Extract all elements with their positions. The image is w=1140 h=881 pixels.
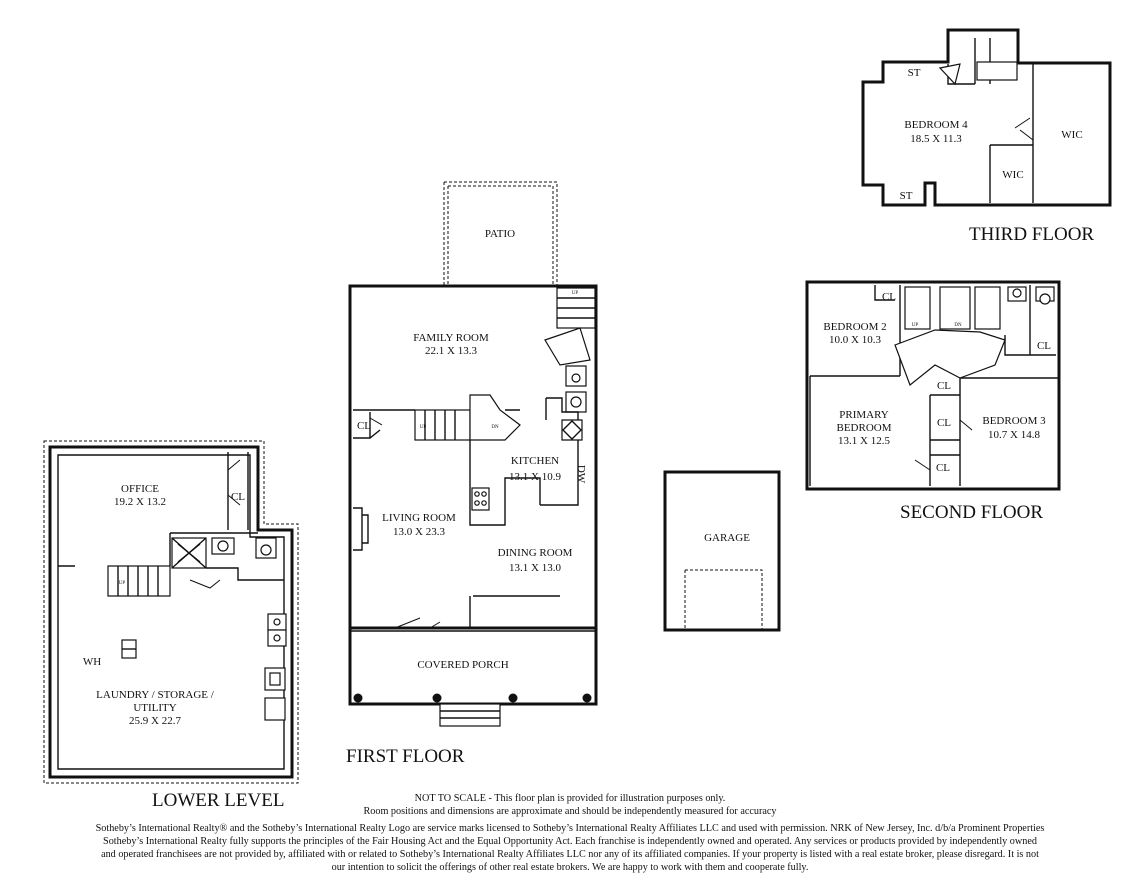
third-floor-title: THIRD FLOOR [969,224,1094,245]
first-floor-plan: PATIO COVERED PORCH [346,181,598,767]
bedroom3-dims: 10.7 X 14.8 [988,429,1040,441]
bedroom3-label: BEDROOM 3 [982,415,1046,427]
primary-bedroom-dims: 13.1 X 12.5 [838,435,890,447]
bedroom2-label: BEDROOM 2 [823,321,886,333]
second-stair-up-label: UP [912,323,919,328]
walk-in-closet2-label: WIC [1002,169,1023,181]
second-closet3-label: CL [936,462,950,474]
second-closet2-label: CL [937,417,951,429]
laundry-dims: 25.9 X 22.7 [129,715,181,727]
bedroom2-closet-label: CL [882,291,896,303]
office-closet-label: CL [231,491,245,503]
kitchen-dims: 13.1 X 10.9 [509,471,561,483]
living-room-label: LIVING ROOM [382,512,456,524]
garage-label: GARAGE [704,532,750,544]
family-room-dims: 22.1 X 13.3 [425,345,477,357]
third-floor-plan: ST ST BEDROOM 4 18.5 X 11.3 WIC WIC THIR… [861,28,1112,245]
living-closet-label: CL [357,420,371,432]
dining-room-dims: 13.1 X 13.0 [509,562,561,574]
disclaimer-line1: NOT TO SCALE - This floor plan is provid… [414,793,726,804]
primary-bedroom-label-line2: BEDROOM [836,422,891,434]
hall-closet-label: CL [1037,340,1051,352]
covered-porch-label: COVERED PORCH [417,659,508,671]
kitchen-label: KITCHEN [511,455,559,467]
first-floor-title: FIRST FLOOR [346,746,465,767]
dishwasher-label: DW [575,465,587,484]
lower-level-plan: OFFICE 19.2 X 13.2 CL UP WH LAUNDRY / ST… [43,440,299,811]
patio-label: PATIO [485,228,515,240]
laundry-label-line2: UTILITY [133,702,176,714]
living-room-dims: 13.0 X 23.3 [393,526,445,538]
bedroom4-label: BEDROOM 4 [904,119,968,131]
second-floor-title: SECOND FLOOR [900,502,1043,523]
rear-stair-up-label: UP [572,291,579,296]
legal-line3: and operated franchisees are not provide… [101,849,1039,860]
third-storage1-label: ST [908,67,921,79]
primary-bedroom-label-line1: PRIMARY [839,409,889,421]
legal-line2: Sotheby’s International Realty fully sup… [103,836,1037,847]
legal-line1: Sotheby’s International Realty® and the … [95,823,1045,834]
second-closet1-label: CL [937,380,951,392]
legal-line4: our intention to solicit the offerings o… [331,862,809,873]
lower-level-title: LOWER LEVEL [152,790,284,811]
lower-stair-up-label: UP [119,581,126,586]
disclaimer: NOT TO SCALE - This floor plan is provid… [0,792,1140,818]
office-dims: 19.2 X 13.2 [114,496,166,508]
first-stair-down-label: DN [491,425,499,430]
family-room-label: FAMILY ROOM [413,332,489,344]
office-label: OFFICE [121,483,159,495]
disclaimer-line2: Room positions and dimensions are approx… [363,806,777,817]
second-floor-plan: CL CL CL CL CL UP DN BEDROOM 2 10.0 X 10… [805,280,1061,523]
second-stair-down-label: DN [954,323,962,328]
water-heater-label: WH [83,656,101,668]
walk-in-closet1-label: WIC [1061,129,1082,141]
garage-plan: GARAGE [663,470,781,632]
bedroom4-dims: 18.5 X 11.3 [910,133,962,145]
legal-notice: Sotheby’s International Realty® and the … [0,822,1140,874]
first-stair-up-label: UP [420,425,427,430]
dining-room-label: DINING ROOM [498,547,573,559]
laundry-label-line1: LAUNDRY / STORAGE / [96,689,215,701]
bedroom2-dims: 10.0 X 10.3 [829,334,881,346]
third-storage2-label: ST [900,190,913,202]
